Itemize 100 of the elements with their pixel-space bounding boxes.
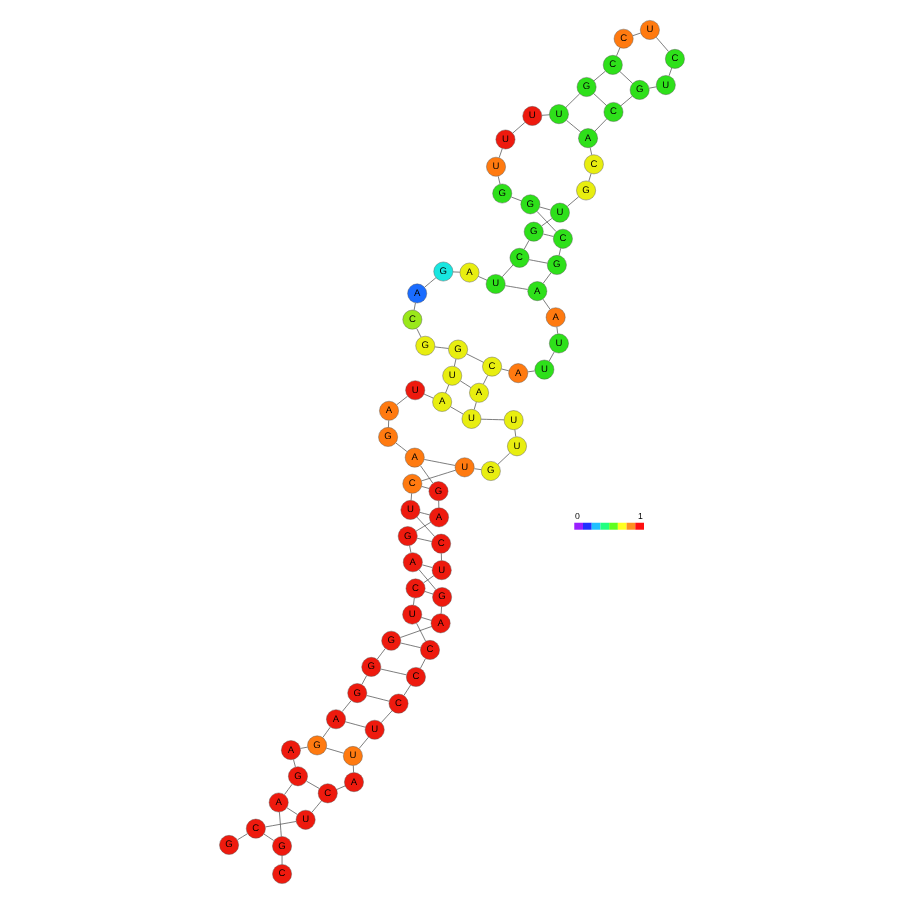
connector <box>400 642 421 649</box>
connector <box>501 368 510 372</box>
connector <box>421 617 432 621</box>
connector <box>420 465 434 484</box>
connector <box>483 375 488 385</box>
connector <box>567 196 579 207</box>
connector <box>616 47 621 57</box>
connector <box>454 358 457 367</box>
connector <box>410 493 412 501</box>
connector <box>380 710 393 723</box>
connector <box>306 780 320 789</box>
connector <box>403 684 412 696</box>
connector <box>539 206 551 211</box>
connector <box>511 196 522 202</box>
connector <box>358 736 369 749</box>
connector <box>566 120 581 133</box>
connector <box>655 36 669 52</box>
connector <box>418 569 437 591</box>
connector <box>620 95 633 106</box>
connector <box>380 668 407 676</box>
connector <box>588 173 592 182</box>
connector <box>542 298 551 310</box>
connector <box>352 765 354 773</box>
connector <box>450 406 464 415</box>
connector <box>528 259 548 264</box>
connector <box>400 626 432 638</box>
connector <box>536 211 557 232</box>
connector <box>593 70 606 82</box>
connector <box>668 67 673 77</box>
connector <box>474 468 482 470</box>
connector <box>445 384 450 394</box>
connector <box>424 591 434 595</box>
connector <box>434 346 449 349</box>
connector <box>541 218 553 227</box>
connector <box>648 86 657 89</box>
connector <box>514 429 517 437</box>
connector <box>237 833 248 841</box>
connector <box>376 648 386 660</box>
connector <box>413 302 416 311</box>
connector <box>527 370 536 373</box>
connector <box>460 380 472 388</box>
connector <box>541 114 550 116</box>
connector <box>502 264 514 278</box>
connector <box>395 442 408 452</box>
connector <box>396 395 408 406</box>
connector <box>440 606 442 614</box>
connector <box>478 276 488 281</box>
connector <box>300 746 308 749</box>
connector <box>336 785 346 790</box>
connector <box>498 148 503 158</box>
connector <box>542 272 552 284</box>
connector <box>589 147 593 156</box>
connector <box>416 537 432 542</box>
connector <box>594 118 607 132</box>
connector <box>556 326 559 335</box>
connector <box>423 575 435 584</box>
connector <box>558 247 562 256</box>
connector <box>415 521 432 532</box>
connector <box>512 122 526 134</box>
connector <box>366 695 390 702</box>
connector <box>344 721 366 728</box>
connector <box>497 452 511 465</box>
connector <box>284 783 293 795</box>
connector <box>341 700 352 712</box>
connector <box>548 351 555 362</box>
connector <box>441 553 442 561</box>
connector <box>423 393 434 399</box>
connector <box>286 807 298 815</box>
connector <box>466 353 484 363</box>
connector <box>497 176 501 185</box>
connector <box>409 545 412 554</box>
connector <box>420 658 426 669</box>
connector <box>619 71 633 84</box>
connector <box>480 418 505 421</box>
connector <box>565 93 581 108</box>
connector <box>416 328 422 338</box>
connector <box>421 469 456 482</box>
connector <box>424 277 437 288</box>
connector <box>311 800 322 813</box>
connector <box>473 401 477 410</box>
connector <box>421 486 430 489</box>
connector <box>543 233 554 237</box>
connector <box>504 285 528 290</box>
connector <box>322 726 331 738</box>
connector <box>416 516 435 537</box>
connector <box>424 459 456 466</box>
connector <box>523 239 530 250</box>
connector <box>422 564 433 568</box>
connector <box>419 512 430 516</box>
connector <box>388 420 390 428</box>
connector <box>413 597 415 606</box>
connector <box>325 747 344 754</box>
connector <box>265 821 297 828</box>
connector <box>632 32 641 37</box>
connector <box>293 759 296 768</box>
connector <box>263 833 275 841</box>
connector <box>279 811 282 837</box>
connector <box>361 675 368 685</box>
connector <box>438 500 440 509</box>
connector <box>416 623 426 642</box>
